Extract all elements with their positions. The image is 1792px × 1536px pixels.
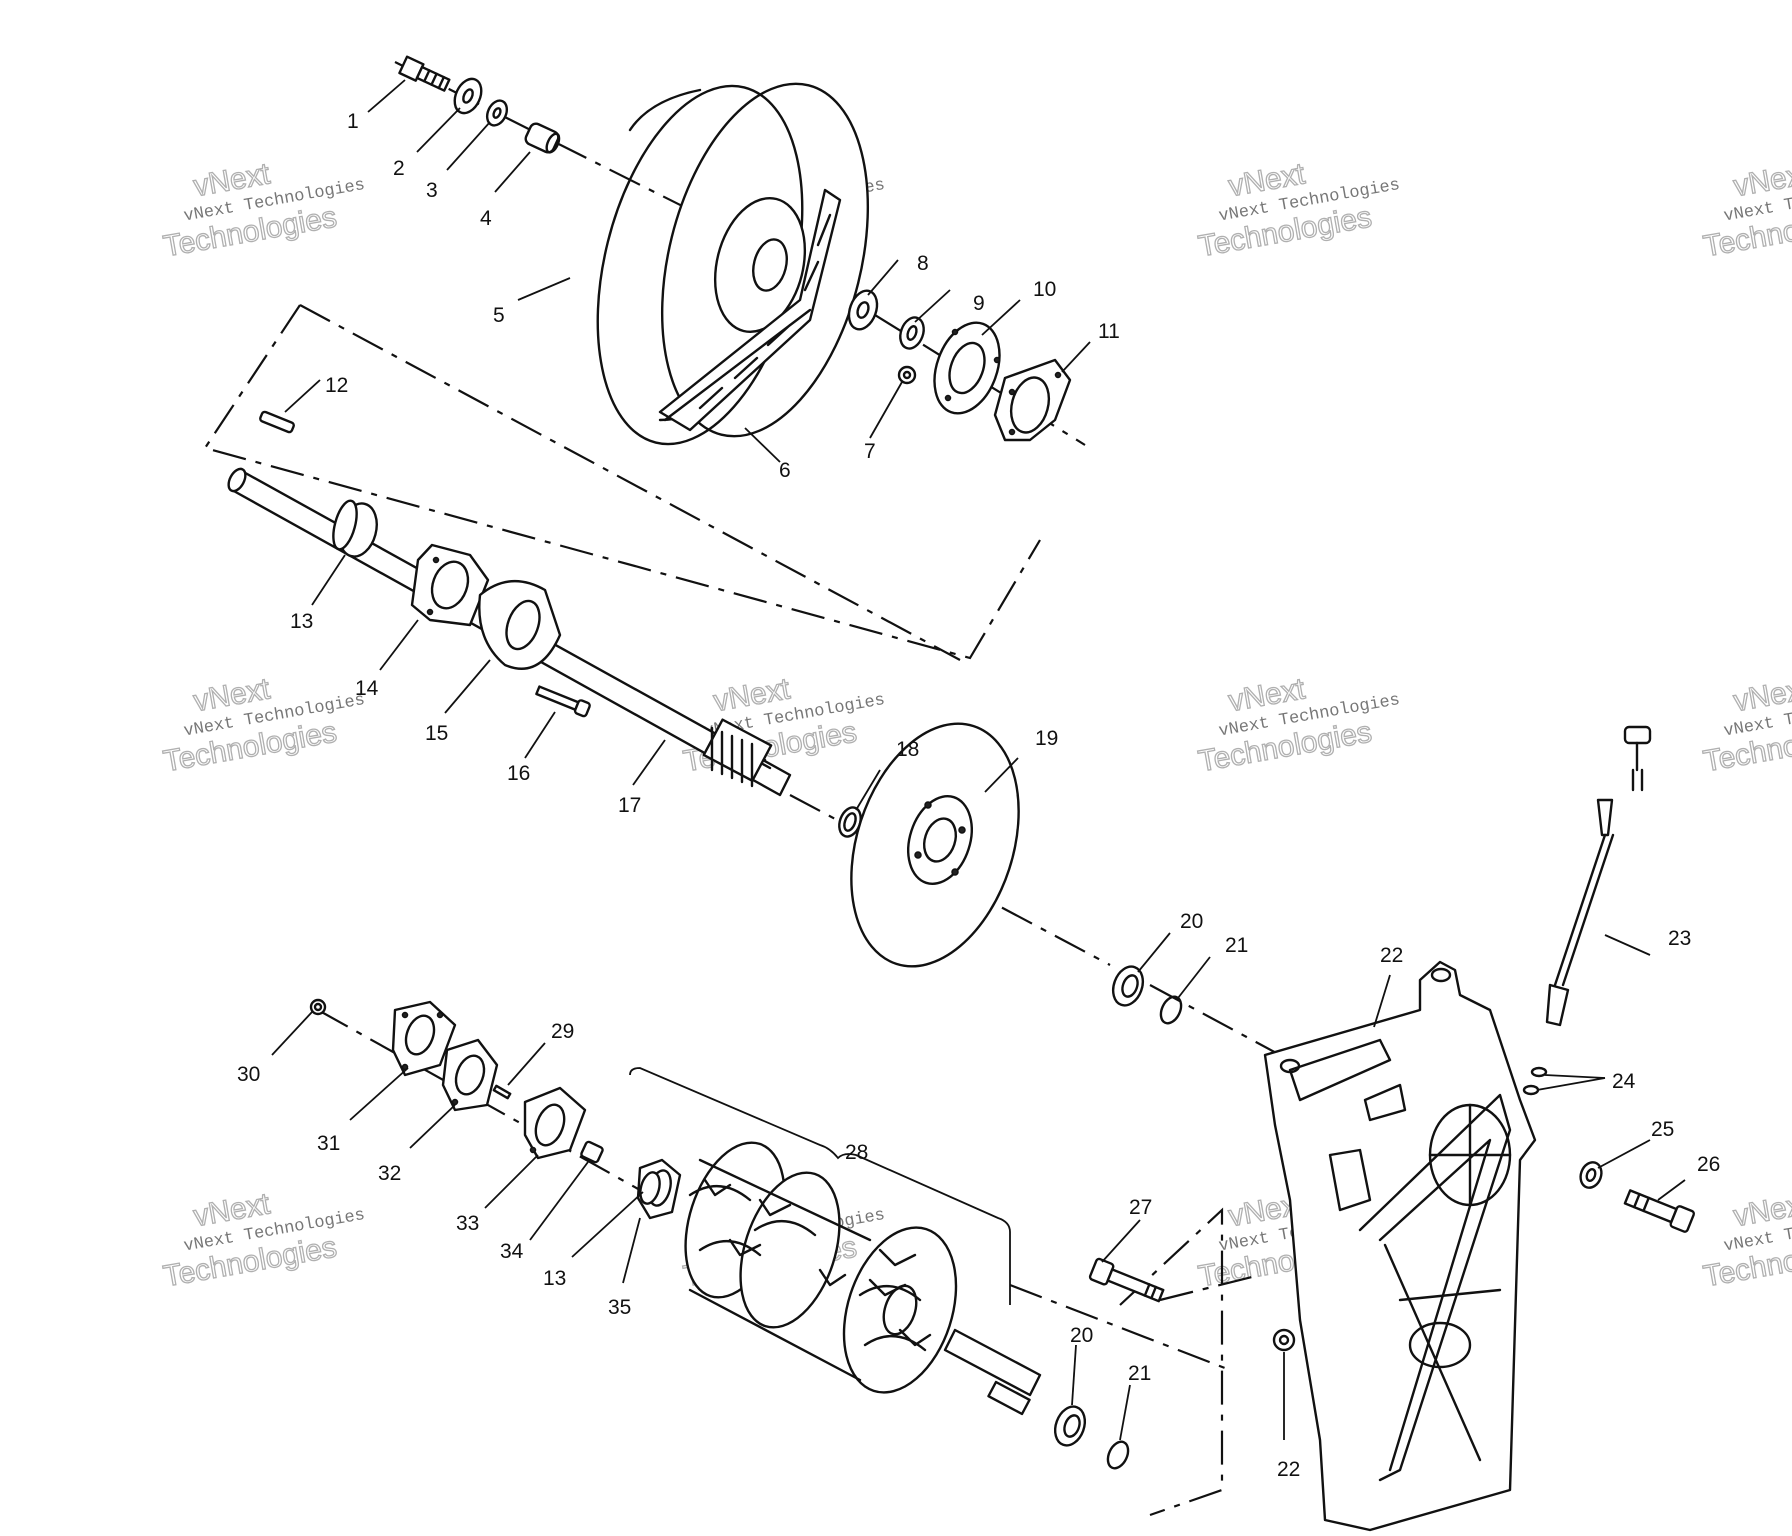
callout-13-lower: 13: [543, 1267, 566, 1290]
chaincase-housing: [1263, 960, 1537, 1532]
bearing-13-upper: [332, 499, 378, 558]
callout-6: 6: [779, 459, 791, 482]
watermark: vNext vNext Technologies Technologies: [1700, 1187, 1792, 1294]
washer-9: [899, 316, 925, 350]
washer-8: [847, 289, 879, 331]
callout-5: 5: [493, 304, 505, 327]
callout-35: 35: [608, 1296, 631, 1319]
callout-32: 32: [378, 1162, 401, 1185]
callout-4: 4: [480, 207, 492, 230]
clip-24: [1522, 1066, 1548, 1096]
callout-34: 34: [500, 1240, 524, 1263]
callout-27: 27: [1129, 1196, 1152, 1219]
callout-9: 9: [973, 292, 985, 315]
bearing-plate-11: [993, 358, 1072, 442]
callout-10: 10: [1033, 278, 1056, 301]
bolt-27-line: [1159, 1273, 1261, 1302]
bolt-26: [1623, 1189, 1696, 1233]
callout-20-lower: 20: [1070, 1324, 1093, 1347]
pin-29: [492, 1084, 512, 1100]
axis-line-middle-2: [1149, 984, 1281, 1056]
collar-15: [478, 579, 562, 670]
callout-24: 24: [1612, 1070, 1636, 1093]
gasket-32: [441, 1038, 499, 1112]
callout-22-upper: 22: [1380, 944, 1403, 967]
callout-14: 14: [355, 677, 379, 700]
callout-2: 2: [393, 157, 405, 180]
o-ring-21-lower: [1106, 1440, 1130, 1470]
callout-22-lower: 22: [1277, 1458, 1300, 1481]
callout-1: 1: [347, 110, 359, 133]
housing-frame-line: [1119, 1207, 1224, 1517]
bearing-13-lower: [639, 1171, 661, 1205]
shaft-frame-diag: [299, 304, 961, 661]
callout-28: 28: [845, 1141, 868, 1164]
chain-6: [658, 188, 842, 432]
bearing-flange-14: [410, 543, 490, 627]
callout-26: 26: [1697, 1153, 1720, 1176]
callout-21-upper: 21: [1225, 934, 1248, 957]
spacer-4: [524, 122, 561, 154]
callout-15: 15: [425, 722, 448, 745]
callout-12: 12: [325, 374, 348, 397]
watermark: vNext vNext Technologies Technologies: [1195, 672, 1401, 779]
nut-22-lower: [1272, 1328, 1296, 1352]
callout-3: 3: [426, 179, 438, 202]
watermark: vNext vNext Technologies Technologies: [160, 1187, 366, 1294]
bolt-1: [398, 55, 451, 92]
washer-2: [453, 77, 483, 115]
flange-33: [523, 1086, 587, 1160]
bolt-27: [1088, 1257, 1165, 1303]
callout-33: 33: [456, 1212, 479, 1235]
flange-31: [391, 1000, 457, 1077]
callout-labels: 1 2 3 4 5 6 7 8 9 10 11 12 13 14 15 16 1…: [237, 110, 1720, 1481]
callout-23: 23: [1668, 927, 1691, 950]
watermark: vNext vNext Technologies Technologies: [160, 672, 366, 779]
dipstick-23: [1545, 725, 1652, 1027]
bearing-20-lower: [1053, 1405, 1087, 1447]
lock-washer-3: [485, 99, 509, 127]
set-screw-16: [535, 685, 591, 718]
watermark: vNext vNext Technologies Technologies: [1195, 157, 1401, 264]
bushing-34: [580, 1140, 604, 1164]
bracket-28: [629, 1067, 1011, 1305]
callout-7: 7: [864, 440, 876, 463]
callout-31: 31: [317, 1132, 340, 1155]
bearing-20-upper: [1111, 965, 1145, 1007]
callout-13-upper: 13: [290, 610, 313, 633]
flange-10: [933, 321, 1001, 415]
callout-16: 16: [507, 762, 530, 785]
callout-19: 19: [1035, 727, 1058, 750]
shaft-frame-line: [203, 304, 1041, 660]
o-ring-21-upper: [1159, 995, 1183, 1025]
watermark: vNext vNext Technologies Technologies: [1700, 157, 1792, 264]
watermark: vNext vNext Technologies Technologies: [680, 672, 886, 779]
callout-18: 18: [896, 738, 919, 761]
brake-disc-19: [850, 722, 1020, 968]
watermark-group: vNext vNext Technologies Technologies vN…: [160, 157, 1792, 1294]
callout-21-lower: 21: [1128, 1362, 1151, 1385]
callout-30: 30: [237, 1063, 260, 1086]
key-12: [259, 410, 295, 434]
callout-20-upper: 20: [1180, 910, 1203, 933]
watermark: vNext vNext Technologies Technologies: [1700, 672, 1792, 779]
drive-wheel-5: [596, 82, 870, 446]
callout-25: 25: [1651, 1118, 1674, 1141]
callout-17: 17: [618, 794, 641, 817]
nut-7: [897, 365, 917, 385]
watermark: vNext vNext Technologies Technologies: [160, 157, 366, 264]
callout-11: 11: [1098, 320, 1120, 343]
callout-29: 29: [551, 1020, 574, 1043]
washer-25: [1579, 1161, 1603, 1189]
nut-30: [309, 998, 327, 1016]
leader-lines: [271, 79, 1686, 1441]
axis-line-lower-2: [1009, 1283, 1231, 1372]
drive-shaft-28: [684, 1141, 1042, 1416]
callout-8: 8: [917, 252, 929, 275]
